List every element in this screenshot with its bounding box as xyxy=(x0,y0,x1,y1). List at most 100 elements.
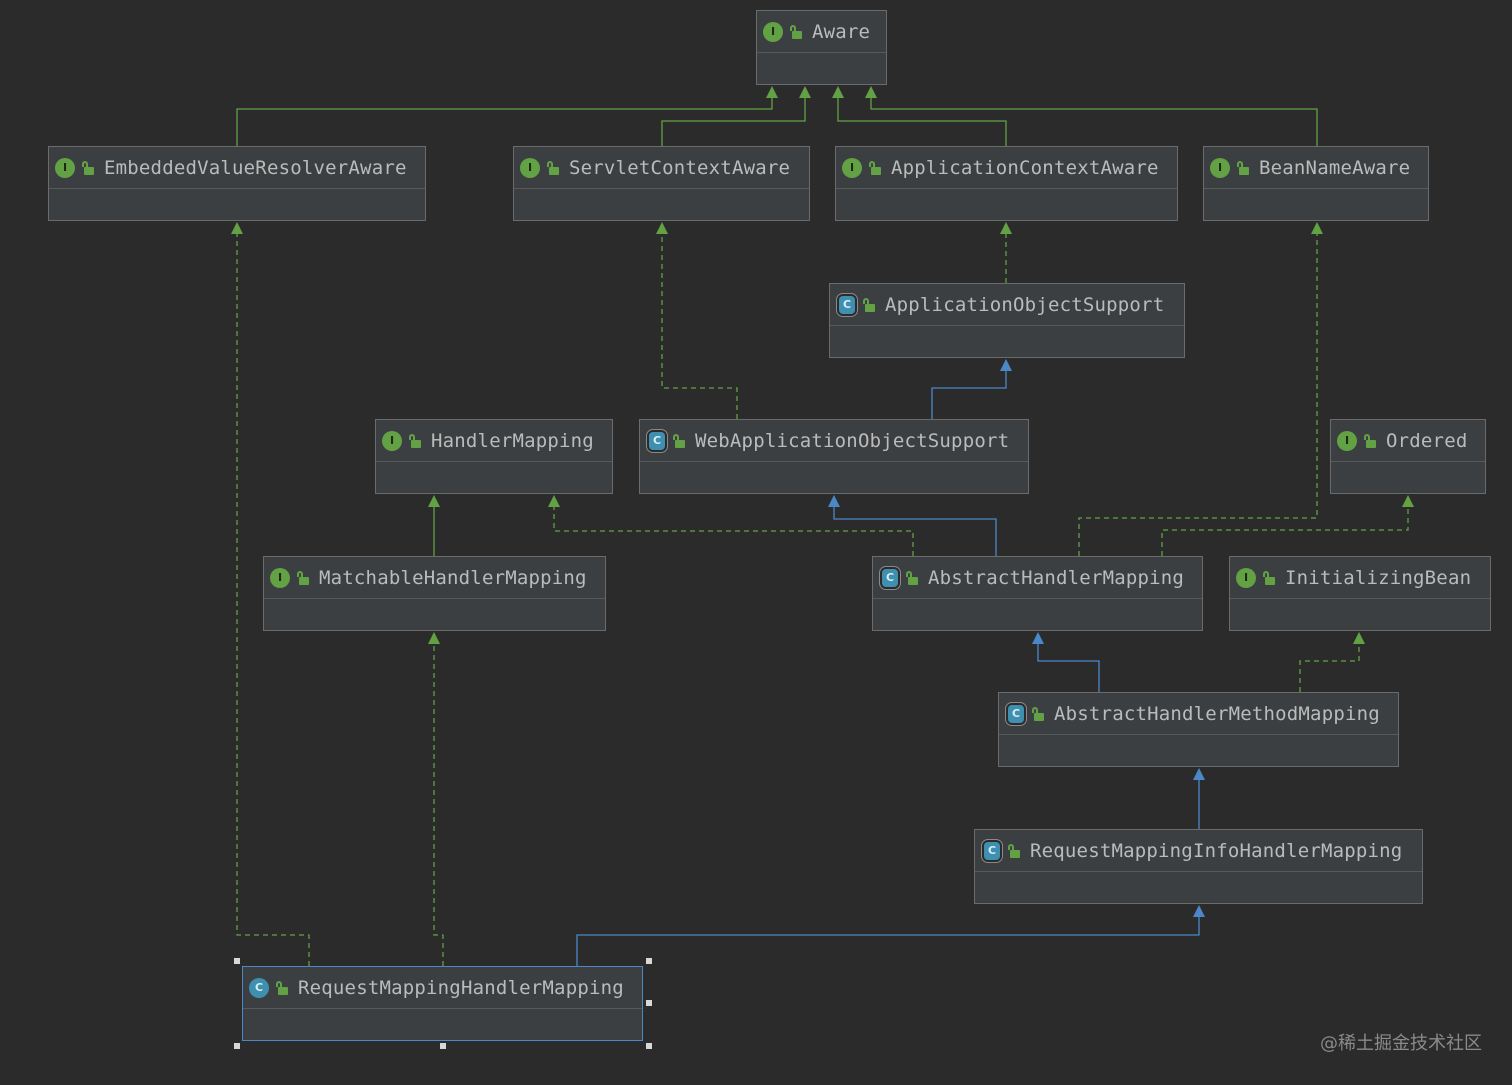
public-lock-icon xyxy=(869,160,881,175)
arrow-head xyxy=(1353,632,1365,644)
node-name: AbstractHandlerMapping xyxy=(928,566,1185,589)
arrow-head xyxy=(548,495,560,507)
arrow-head xyxy=(1000,359,1012,371)
node-abstract-handler-method-mapping[interactable]: C AbstractHandlerMethodMapping xyxy=(998,692,1399,767)
abstract-class-icon: C xyxy=(984,841,1000,860)
public-lock-icon xyxy=(1364,433,1376,448)
public-lock-icon xyxy=(276,980,288,995)
interface-icon: I xyxy=(763,21,783,42)
node-name: Ordered xyxy=(1386,429,1468,452)
edge-appctx-aware xyxy=(832,86,1007,146)
watermark: @稀土掘金技术社区 xyxy=(1320,1033,1482,1054)
public-lock-icon xyxy=(409,433,421,448)
arrow-head xyxy=(1000,222,1012,234)
resize-handle-s[interactable] xyxy=(440,1043,446,1049)
arrow-head xyxy=(799,86,811,98)
node-name: Aware xyxy=(812,20,871,43)
node-application-object-support[interactable]: C ApplicationObjectSupport xyxy=(829,283,1185,358)
arrow-head xyxy=(1402,495,1414,507)
node-aware[interactable]: I Aware xyxy=(756,10,887,85)
resize-handle-ne[interactable] xyxy=(646,958,652,964)
abstract-class-icon: C xyxy=(649,431,665,450)
public-lock-icon xyxy=(1237,160,1249,175)
node-name: ApplicationObjectSupport xyxy=(885,293,1165,316)
edge-rmhm-embedded xyxy=(231,222,310,966)
edge-rmhm-matchable xyxy=(428,632,444,966)
interface-icon: I xyxy=(382,430,402,451)
interface-icon: I xyxy=(520,157,540,178)
node-name: AbstractHandlerMethodMapping xyxy=(1054,702,1380,725)
node-initializing-bean[interactable]: I InitializingBean xyxy=(1229,556,1491,631)
arrow-head xyxy=(656,222,668,234)
node-name: MatchableHandlerMapping xyxy=(319,566,587,589)
resize-handle-nw[interactable] xyxy=(234,958,240,964)
arrow-head xyxy=(766,86,778,98)
interface-icon: I xyxy=(1210,157,1230,178)
interface-icon: I xyxy=(55,157,75,178)
node-request-mapping-info-handler-mapping[interactable]: C RequestMappingInfoHandlerMapping xyxy=(974,829,1423,904)
node-name: WebApplicationObjectSupport xyxy=(695,429,1010,452)
arrow-head xyxy=(1311,222,1323,234)
interface-icon: I xyxy=(1337,430,1357,451)
arrow-head xyxy=(428,632,440,644)
interface-icon: I xyxy=(270,567,290,588)
edge-matchable-handler xyxy=(428,495,440,556)
node-name: HandlerMapping xyxy=(431,429,594,452)
public-lock-icon xyxy=(82,160,94,175)
node-handler-mapping[interactable]: I HandlerMapping xyxy=(375,419,613,494)
node-embedded-value-resolver-aware[interactable]: I EmbeddedValueResolverAware xyxy=(48,146,426,221)
edge-abstracthm-ordered xyxy=(1161,495,1414,556)
edge-abstracthm-beanname xyxy=(1078,222,1323,556)
node-name: ApplicationContextAware xyxy=(891,156,1159,179)
public-lock-icon xyxy=(547,160,559,175)
arrow-head xyxy=(1032,632,1044,644)
edge-webapp-servlet xyxy=(656,222,738,419)
node-name: InitializingBean xyxy=(1285,566,1472,589)
arrow-head xyxy=(832,86,844,98)
public-lock-icon xyxy=(863,297,875,312)
public-lock-icon xyxy=(906,570,918,585)
node-name: RequestMappingHandlerMapping xyxy=(298,976,624,999)
arrow-head xyxy=(428,495,440,507)
arrow-head xyxy=(865,86,877,98)
arrow-head xyxy=(1193,768,1205,780)
node-name: ServletContextAware xyxy=(569,156,791,179)
resize-handle-e[interactable] xyxy=(646,1000,652,1006)
node-application-context-aware[interactable]: I ApplicationContextAware xyxy=(835,146,1178,221)
public-lock-icon xyxy=(297,570,309,585)
node-name: BeanNameAware xyxy=(1259,156,1411,179)
node-ordered[interactable]: I Ordered xyxy=(1330,419,1486,494)
node-bean-name-aware[interactable]: I BeanNameAware xyxy=(1203,146,1429,221)
resize-handle-se[interactable] xyxy=(646,1043,652,1049)
node-name: RequestMappingInfoHandlerMapping xyxy=(1030,839,1403,862)
node-web-application-object-support[interactable]: C WebApplicationObjectSupport xyxy=(639,419,1029,494)
node-matchable-handler-mapping[interactable]: I MatchableHandlerMapping xyxy=(263,556,606,631)
edge-abstracthmm-abstracthm xyxy=(1032,632,1100,692)
arrow-head xyxy=(828,495,840,507)
edge-webapp-appobj xyxy=(931,359,1012,419)
edge-beanname-aware xyxy=(865,86,1318,146)
edge-abstracthm-handler xyxy=(548,495,914,556)
class-icon: C xyxy=(249,977,269,998)
resize-handle-sw[interactable] xyxy=(234,1043,240,1049)
node-servlet-context-aware[interactable]: I ServletContextAware xyxy=(513,146,810,221)
abstract-class-icon: C xyxy=(1008,704,1024,723)
edge-abstracthmm-initbean xyxy=(1299,632,1365,692)
edge-rmhm-rmihm xyxy=(576,905,1205,966)
node-name: EmbeddedValueResolverAware xyxy=(104,156,407,179)
public-lock-icon xyxy=(790,24,802,39)
edge-appobj-appctx xyxy=(1000,222,1012,283)
node-abstract-handler-mapping[interactable]: C AbstractHandlerMapping xyxy=(872,556,1203,631)
interface-icon: I xyxy=(1236,567,1256,588)
public-lock-icon xyxy=(1263,570,1275,585)
edge-embedded-aware xyxy=(236,86,778,146)
public-lock-icon xyxy=(1032,706,1044,721)
abstract-class-icon: C xyxy=(839,295,855,314)
node-request-mapping-handler-mapping[interactable]: C RequestMappingHandlerMapping xyxy=(242,966,643,1041)
public-lock-icon xyxy=(673,433,685,448)
edge-servlet-aware xyxy=(661,86,811,146)
abstract-class-icon: C xyxy=(882,568,898,587)
interface-icon: I xyxy=(842,157,862,178)
